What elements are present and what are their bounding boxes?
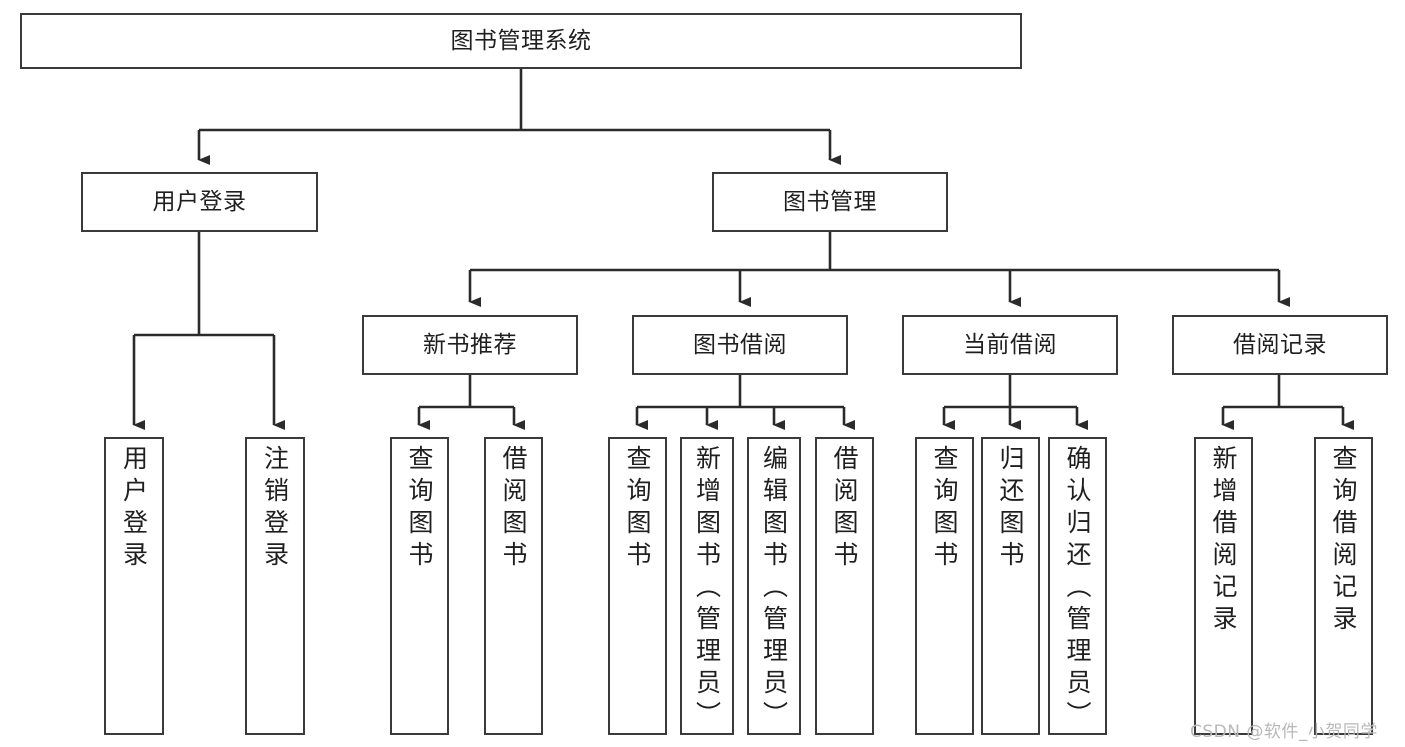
node-root-book-management-system[interactable]: 图书管理系统 — [20, 13, 1022, 69]
leaf-add-book-admin[interactable]: 新增图书（管理员） — [680, 437, 734, 735]
node-label: 新书推荐 — [423, 331, 517, 358]
node-label: 注销登录 — [260, 445, 290, 573]
leaf-query-book-recommend[interactable]: 查询图书 — [390, 437, 449, 735]
leaf-edit-book-admin[interactable]: 编辑图书（管理员） — [747, 437, 801, 735]
node-current-borrow[interactable]: 当前借阅 — [902, 315, 1118, 375]
leaf-user-login[interactable]: 用户登录 — [104, 437, 164, 735]
node-book-borrow[interactable]: 图书借阅 — [632, 315, 848, 375]
csdn-watermark: CSDN @软件_小贺同学 — [1190, 722, 1378, 742]
node-label: 用户登录 — [152, 188, 247, 215]
node-user-login[interactable]: 用户登录 — [81, 172, 318, 232]
node-label: 编辑图书（管理员） — [759, 445, 789, 733]
leaf-logout[interactable]: 注销登录 — [245, 437, 305, 735]
node-label: 借阅图书 — [830, 445, 859, 573]
node-label: 查询借阅记录 — [1329, 445, 1358, 637]
leaf-query-borrow-record[interactable]: 查询借阅记录 — [1314, 437, 1373, 735]
node-label: 新增图书（管理员） — [692, 445, 722, 733]
node-label: 查询图书 — [623, 445, 652, 573]
leaf-add-borrow-record[interactable]: 新增借阅记录 — [1194, 437, 1253, 735]
node-label: 确认归还（管理员） — [1063, 445, 1092, 733]
node-label: 借阅图书 — [499, 445, 528, 573]
node-label: 图书借阅 — [693, 331, 787, 358]
node-borrow-record[interactable]: 借阅记录 — [1172, 315, 1388, 375]
leaf-borrow-book[interactable]: 借阅图书 — [815, 437, 874, 735]
node-label: 查询图书 — [930, 445, 959, 573]
node-book-management[interactable]: 图书管理 — [712, 172, 948, 232]
leaf-return-book[interactable]: 归还图书 — [981, 437, 1040, 735]
node-label: 查询图书 — [405, 445, 434, 573]
leaf-confirm-return-admin[interactable]: 确认归还（管理员） — [1048, 437, 1107, 735]
node-label: 新增借阅记录 — [1209, 445, 1238, 637]
leaf-borrow-book-recommend[interactable]: 借阅图书 — [484, 437, 543, 735]
leaf-query-book[interactable]: 查询图书 — [608, 437, 667, 735]
node-new-book-recommend[interactable]: 新书推荐 — [362, 315, 578, 375]
node-label: 当前借阅 — [963, 331, 1057, 358]
node-label: 归还图书 — [996, 445, 1025, 573]
node-label: 用户登录 — [119, 445, 149, 573]
leaf-query-book-current[interactable]: 查询图书 — [915, 437, 974, 735]
node-label: 借阅记录 — [1233, 331, 1327, 358]
node-label: 图书管理系统 — [450, 27, 592, 54]
node-label: 图书管理 — [783, 188, 877, 215]
